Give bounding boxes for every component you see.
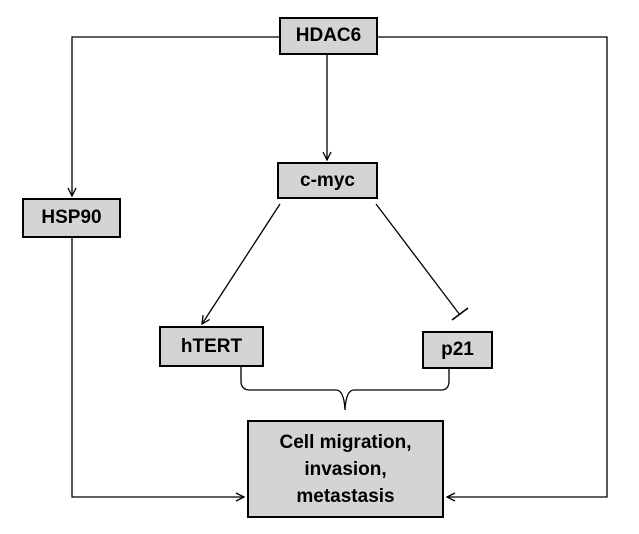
edge-cmyc-to-htert [202, 203, 281, 324]
node-htert-label: hTERT [180, 335, 243, 357]
edge-hsp90-to-outcome [71, 238, 244, 497]
edge-hdac6-to-hsp90 [72, 36, 279, 196]
node-outcome: Cell migration, invasion, metastasis [247, 420, 444, 518]
node-cmyc: c-myc [277, 162, 378, 199]
inhibition-bar [451, 307, 469, 321]
node-p21: p21 [422, 331, 493, 369]
brace-htert-p21-to-outcome [240, 367, 450, 411]
edge-hdac6-to-outcome [378, 36, 608, 497]
node-hsp90: HSP90 [22, 198, 121, 238]
node-cmyc-label: c-myc [300, 169, 355, 191]
node-htert: hTERT [159, 326, 264, 367]
node-p21-label: p21 [441, 339, 474, 360]
outcome-line-1: Cell migration, [279, 431, 412, 453]
node-hdac6: HDAC6 [279, 17, 378, 55]
outcome-line-3: metastasis [296, 485, 395, 507]
node-hdac6-label: HDAC6 [295, 25, 362, 46]
edge-cmyc-inhibits-p21 [375, 203, 461, 316]
outcome-line-2: invasion, [304, 458, 387, 480]
node-hsp90-label: HSP90 [41, 207, 102, 228]
